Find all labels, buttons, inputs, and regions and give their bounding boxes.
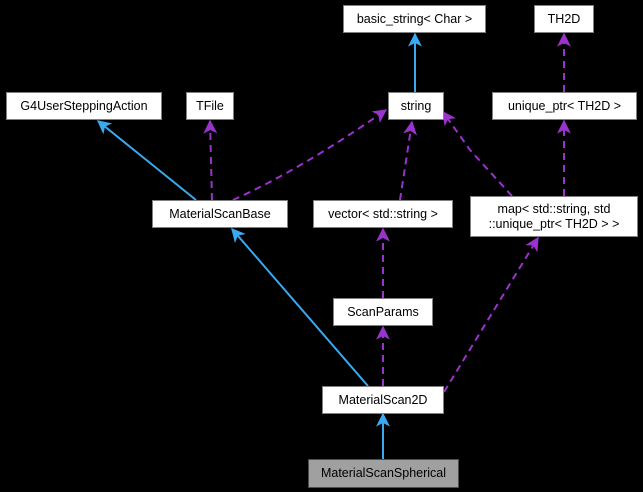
edge-inheritance-materialscanbase-to-g4usersteppingaction xyxy=(96,120,197,201)
edge-usage-materialscan2d-to-map_string_uptr xyxy=(443,236,539,393)
class-node-label: TFile xyxy=(196,98,224,113)
class-node-map_string_uptr[interactable]: map< std::string, std ::unique_ptr< TH2D… xyxy=(470,196,638,237)
class-node-label: ScanParams xyxy=(347,304,419,319)
class-node-unique_ptr_th2d[interactable]: unique_ptr< TH2D > xyxy=(492,92,637,120)
class-node-scanparams[interactable]: ScanParams xyxy=(333,298,433,326)
edge-inheritance-materialscan2d-to-materialscanbase xyxy=(231,227,369,387)
class-node-materialscanspherical[interactable]: MaterialScanSpherical xyxy=(308,459,459,488)
edge-usage-materialscanbase-to-tfile xyxy=(203,119,218,201)
class-node-g4usersteppingaction[interactable]: G4UserSteppingAction xyxy=(6,92,162,120)
class-node-label: TH2D xyxy=(547,11,581,26)
class-node-materialscan2d[interactable]: MaterialScan2D xyxy=(322,386,444,414)
class-node-label: vector< std::string > xyxy=(328,206,438,221)
class-node-label: MaterialScanSpherical xyxy=(320,466,447,481)
edge-usage-materialscanbase-to-string xyxy=(232,109,388,201)
class-node-materialscanbase[interactable]: MaterialScanBase xyxy=(152,200,288,228)
class-node-label: G4UserSteppingAction xyxy=(20,98,148,113)
edge-usage-vector_string-to-string xyxy=(399,120,418,201)
edge-usage-map_string_uptr-to-string xyxy=(442,110,513,197)
class-node-tfile[interactable]: TFile xyxy=(186,92,234,120)
class-node-string[interactable]: string xyxy=(388,92,444,120)
class-node-label: unique_ptr< TH2D > xyxy=(507,98,622,113)
class-node-label: basic_string< Char > xyxy=(356,11,473,26)
class-node-label: MaterialScan2D xyxy=(338,392,428,407)
class-node-vector_string[interactable]: vector< std::string > xyxy=(313,200,453,228)
class-node-label: string xyxy=(400,98,432,113)
class-node-label: MaterialScanBase xyxy=(169,206,271,221)
class-node-basic_string[interactable]: basic_string< Char > xyxy=(343,5,486,33)
class-node-th2d[interactable]: TH2D xyxy=(534,5,594,33)
class-node-label: map< std::string, std ::unique_ptr< TH2D… xyxy=(488,202,620,231)
